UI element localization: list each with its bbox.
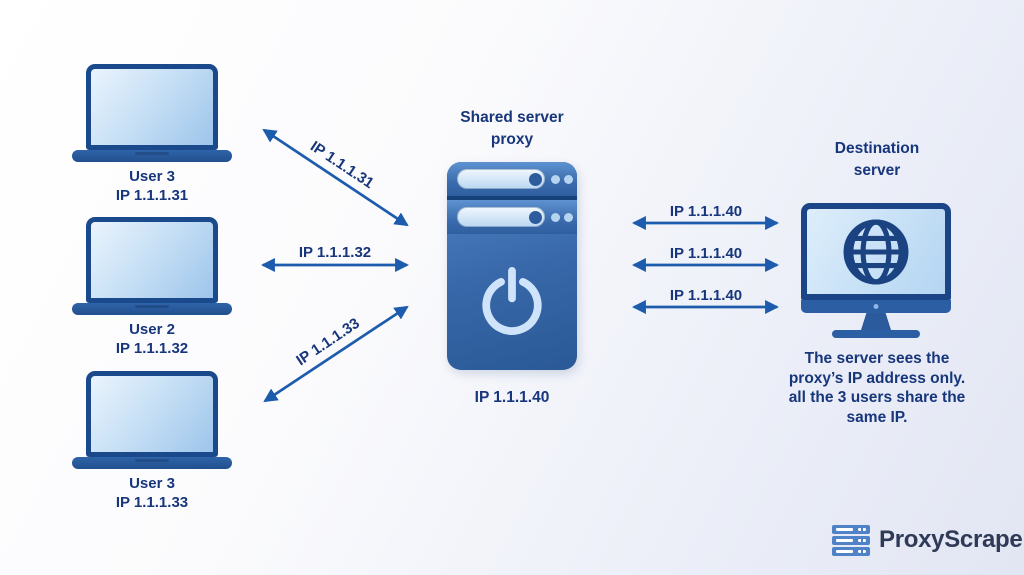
rack-unit-2 (447, 200, 577, 234)
caption-line: all the 3 users share the (788, 389, 966, 406)
laptop-icon (72, 217, 232, 315)
proxy-ip-label: IP 1.1.1.40 (474, 389, 550, 406)
caption-line: proxy’s IP address only. (788, 369, 966, 387)
rack-dot (564, 174, 573, 184)
rack-led (529, 210, 542, 224)
connection-arrow-user1-proxy (262, 128, 409, 227)
laptop-icon (72, 64, 232, 162)
user-name-label: User 3 (129, 168, 175, 185)
rack-led (529, 172, 542, 186)
rack-divider (447, 196, 577, 200)
connection-arrow-user3-proxy (263, 305, 409, 403)
destination-monitor-icon (801, 203, 951, 338)
user-group-2: User 2 IP 1.1.1.32 (72, 217, 232, 358)
brand-wordmark: ProxyScrape (879, 526, 1023, 554)
laptop-notch (135, 305, 169, 308)
rack-unit-1 (447, 162, 577, 196)
user-ip-label: IP 1.1.1.31 (115, 187, 189, 204)
rack-tray (457, 169, 545, 189)
user-group-3: User 3 IP 1.1.1.33 (72, 371, 232, 512)
connection-label-dest-2: IP 1.1.1.40 (669, 245, 743, 262)
connection-label-dest-3: IP 1.1.1.40 (669, 287, 743, 304)
destination-title: Destination server (834, 140, 920, 179)
server-stack-icon (832, 525, 870, 556)
laptop-screen (86, 217, 218, 303)
caption-line: same IP. (846, 408, 908, 426)
rack-tray (457, 207, 545, 227)
connection-label-user3: IP 1.1.1.33 (293, 314, 363, 370)
laptop-screen (86, 64, 218, 150)
brand-logo: ProxyScrape (832, 525, 1023, 556)
monitor-stand-neck (861, 313, 891, 330)
rack-dot (551, 212, 560, 222)
laptop-notch (135, 459, 169, 462)
user-name-label: User 2 (129, 321, 175, 338)
monitor-stand-base (832, 330, 920, 338)
rack-dot (564, 212, 573, 222)
laptop-base (72, 457, 232, 469)
laptop-notch (135, 152, 169, 155)
monitor-chin (801, 300, 951, 313)
user-ip-label: IP 1.1.1.32 (115, 340, 189, 357)
monitor-power-dot (873, 304, 879, 309)
destination-caption: The server sees the proxy’s IP address o… (760, 349, 994, 427)
proxy-title: Shared server proxy (460, 109, 564, 148)
connection-label-dest-1: IP 1.1.1.40 (669, 203, 743, 220)
laptop-base (72, 150, 232, 162)
connection-label-user1: IP 1.1.1.31 (307, 137, 377, 193)
monitor-screen (801, 203, 951, 300)
user-ip-label: IP 1.1.1.33 (115, 494, 189, 511)
caption-line: The server sees the (804, 350, 950, 367)
laptop-base (72, 303, 232, 315)
user-group-1: User 3 IP 1.1.1.31 (72, 64, 232, 205)
user-name-label: User 3 (129, 475, 175, 492)
laptop-icon (72, 371, 232, 469)
connection-label-user2: IP 1.1.1.32 (298, 244, 372, 261)
globe-icon (843, 219, 909, 284)
power-icon (469, 258, 555, 349)
proxy-server-icon (447, 162, 577, 370)
rack-dot (551, 174, 560, 184)
laptop-screen (86, 371, 218, 457)
